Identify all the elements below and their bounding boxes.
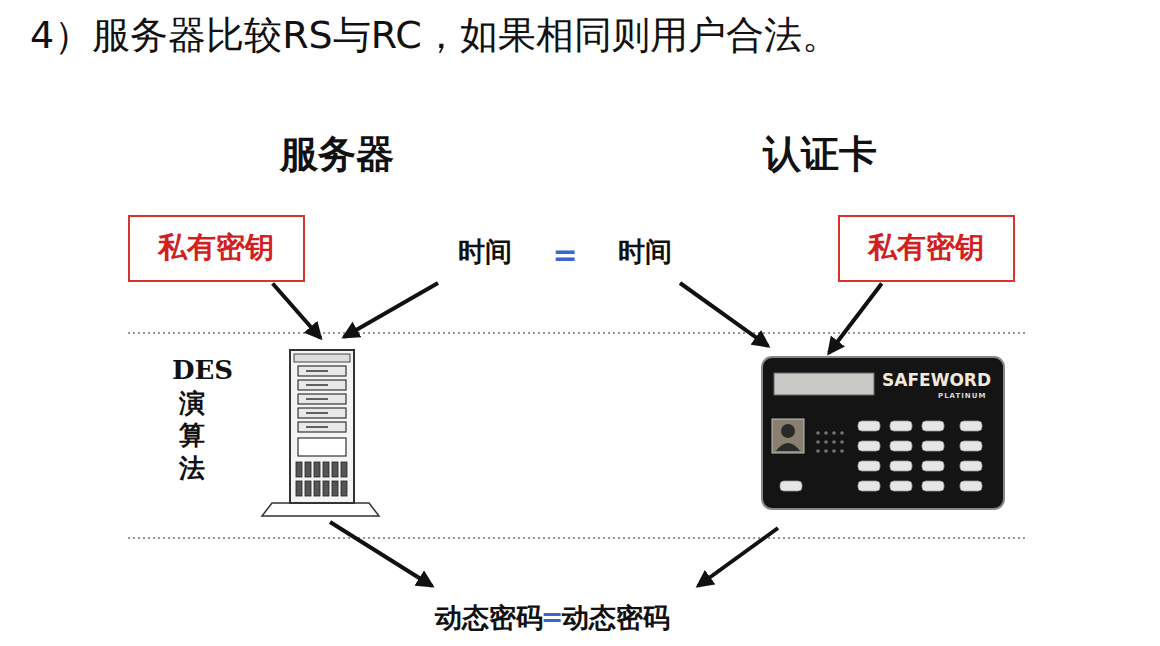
output-arrow	[330, 522, 432, 586]
dynamic-password: 动态密码	[562, 602, 670, 633]
brand-text: SAFEWORD	[882, 372, 991, 389]
key-arrow	[829, 284, 882, 354]
dotted-divider	[128, 537, 1028, 539]
time-arrow	[344, 283, 438, 337]
output-arrow	[698, 528, 778, 586]
private-key-box: 私有密钥	[838, 215, 1015, 282]
slide-title: 4）服务器比较RS与RC，如果相同则用户合法。	[30, 14, 840, 58]
private-key-box: 私有密钥	[128, 215, 305, 282]
key-label: 私有密钥	[868, 228, 984, 268]
dynamic-password: 动态密码	[435, 602, 543, 633]
key-label: 私有密钥	[158, 228, 274, 268]
server-figure: DES 演算法	[258, 340, 383, 518]
equals-sign: =	[552, 238, 577, 273]
time-label: 时间	[458, 236, 512, 267]
column-heading: 认证卡	[763, 133, 877, 177]
algorithm-label: DES 演算法	[172, 354, 211, 484]
dotted-divider	[128, 332, 1028, 334]
time-arrow	[680, 283, 768, 346]
server-illustration	[258, 340, 383, 518]
model-text: PLATINUM	[938, 393, 986, 400]
time-label: 时间	[618, 236, 672, 267]
equals-sign: =	[541, 601, 564, 632]
token-card: SAFEWORD PLATINUM	[760, 355, 1006, 511]
key-arrow	[273, 284, 321, 339]
column-heading: 服务器	[280, 133, 394, 177]
